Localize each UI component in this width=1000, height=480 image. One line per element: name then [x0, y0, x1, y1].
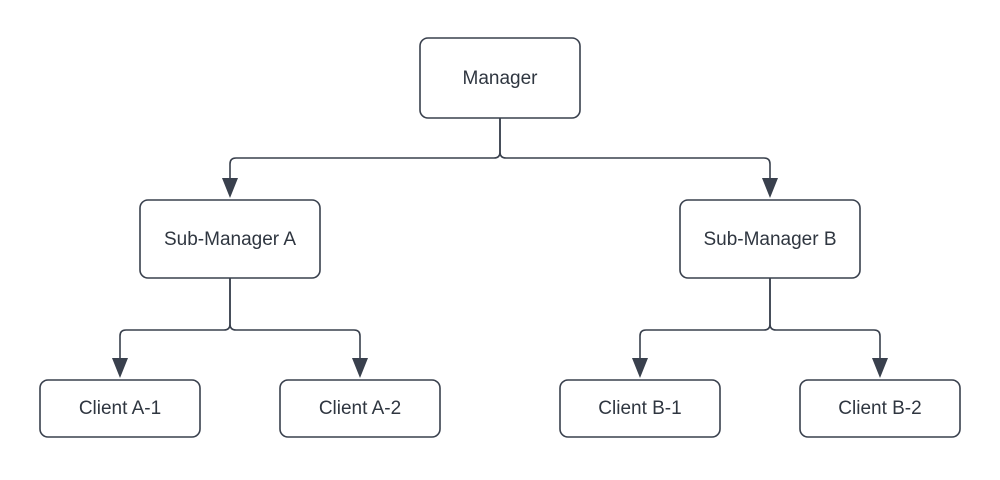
- node-client-a-2-box[interactable]: [279, 379, 441, 438]
- edge-manager-to-sub-manager-b[interactable]: [499, 118, 771, 186]
- arrowhead-sub-manager-a-to-client-a-1: [112, 358, 128, 378]
- node-manager[interactable]: Manager: [419, 37, 581, 119]
- node-client-a-2-label: Client A-2: [319, 398, 401, 419]
- arrowhead-sub-manager-a-to-client-a-2: [352, 358, 368, 378]
- node-client-b-2-box[interactable]: [799, 379, 961, 438]
- node-client-b-1-box[interactable]: [559, 379, 721, 438]
- node-manager-box[interactable]: [419, 37, 581, 119]
- node-client-a-2[interactable]: Client A-2: [279, 379, 441, 438]
- node-sub-manager-b[interactable]: Sub-Manager B: [679, 199, 861, 279]
- connector-layer: [112, 118, 888, 378]
- arrowhead-manager-to-sub-manager-b: [762, 178, 778, 198]
- node-sub-manager-b-box[interactable]: [679, 199, 861, 279]
- edge-manager-to-sub-manager-a[interactable]: [229, 118, 501, 186]
- edge-sub-manager-b-to-client-b-2[interactable]: [769, 278, 881, 366]
- edge-sub-manager-a-to-client-a-1[interactable]: [119, 278, 231, 366]
- arrowhead-sub-manager-b-to-client-b-1: [632, 358, 648, 378]
- node-sub-manager-a[interactable]: Sub-Manager A: [139, 199, 321, 279]
- edge-sub-manager-b-to-client-b-1[interactable]: [639, 278, 771, 366]
- arrowhead-manager-to-sub-manager-a: [222, 178, 238, 198]
- node-client-b-2-label: Client B-2: [838, 398, 921, 419]
- node-sub-manager-a-label: Sub-Manager A: [164, 229, 296, 250]
- node-client-a-1-label: Client A-1: [79, 398, 161, 419]
- edge-sub-manager-a-to-client-a-2[interactable]: [229, 278, 361, 366]
- node-sub-manager-b-label: Sub-Manager B: [703, 229, 836, 250]
- node-client-b-2[interactable]: Client B-2: [799, 379, 961, 438]
- node-sub-manager-a-box[interactable]: [139, 199, 321, 279]
- node-client-a-1-box[interactable]: [39, 379, 201, 438]
- node-client-a-1[interactable]: Client A-1: [39, 379, 201, 438]
- node-client-b-1-label: Client B-1: [598, 398, 681, 419]
- arrowhead-sub-manager-b-to-client-b-2: [872, 358, 888, 378]
- node-layer: Manager Sub-Manager A Sub-Manager B Clie…: [39, 37, 961, 438]
- node-client-b-1[interactable]: Client B-1: [559, 379, 721, 438]
- node-manager-label: Manager: [463, 68, 539, 89]
